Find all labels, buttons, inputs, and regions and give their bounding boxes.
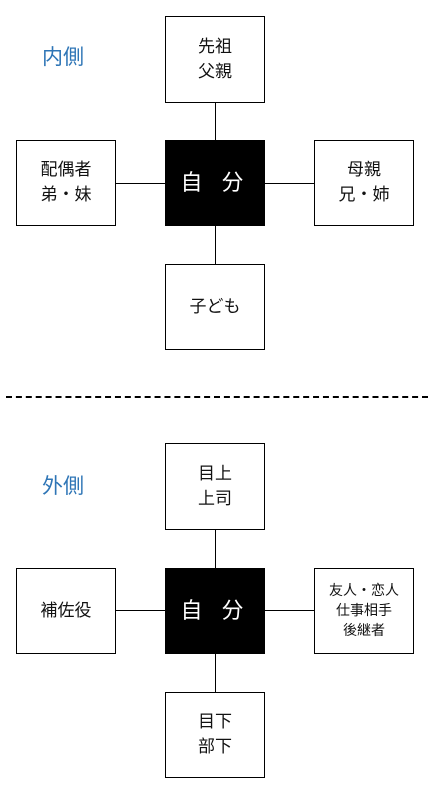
inner-box-self: 自 分	[165, 140, 265, 226]
outer-connector-left	[115, 610, 167, 611]
outer-box-subordinates: 目下 部下	[165, 692, 265, 778]
inner-box-spouse-siblings: 配偶者 弟・妹	[16, 140, 116, 226]
inner-center-label: 自 分	[180, 170, 250, 196]
inner-connector-left	[115, 183, 167, 184]
outer-right-line3: 後継者	[343, 623, 385, 639]
outer-bottom-line1: 目下	[198, 712, 232, 732]
inner-right-line1: 母親	[347, 160, 381, 180]
inner-box-children: 子ども	[165, 264, 265, 350]
outer-top-line1: 目上	[198, 463, 232, 484]
outer-box-assistant: 補佐役	[16, 568, 116, 654]
inner-connector-right	[265, 183, 317, 184]
outer-box-superiors-boss: 目上 上司	[165, 443, 265, 530]
inner-connector-bottom	[215, 226, 216, 266]
outer-connector-top	[215, 529, 216, 570]
outer-center-label: 自 分	[180, 598, 250, 624]
outer-top-line2: 上司	[198, 488, 232, 509]
section-divider	[6, 396, 428, 398]
inner-connector-top	[215, 102, 216, 142]
outer-left-line1: 補佐役	[40, 600, 92, 621]
outer-right-line2: 仕事相手	[336, 603, 392, 619]
outer-connector-bottom	[215, 653, 216, 694]
inner-left-line1: 配偶者	[40, 160, 92, 180]
outer-box-self: 自 分	[165, 568, 265, 654]
inner-bottom-line1: 子ども	[189, 296, 241, 317]
inner-right-line2: 兄・姉	[338, 185, 390, 205]
inner-top-line1: 先祖	[198, 36, 232, 57]
inner-top-line2: 父親	[198, 61, 232, 82]
outer-box-friends-partners-successor: 友人・恋人 仕事相手 後継者	[314, 568, 414, 654]
inner-box-mother-elder-siblings: 母親 兄・姉	[314, 140, 414, 226]
outer-right-line1: 友人・恋人	[329, 583, 399, 599]
inner-left-line2: 弟・妹	[40, 185, 92, 205]
inner-section-label: 内側	[42, 45, 84, 69]
outer-bottom-line2: 部下	[198, 737, 232, 757]
outer-section-label: 外側	[42, 474, 84, 498]
outer-connector-right	[265, 610, 317, 611]
inner-box-ancestors-father: 先祖 父親	[165, 16, 265, 103]
